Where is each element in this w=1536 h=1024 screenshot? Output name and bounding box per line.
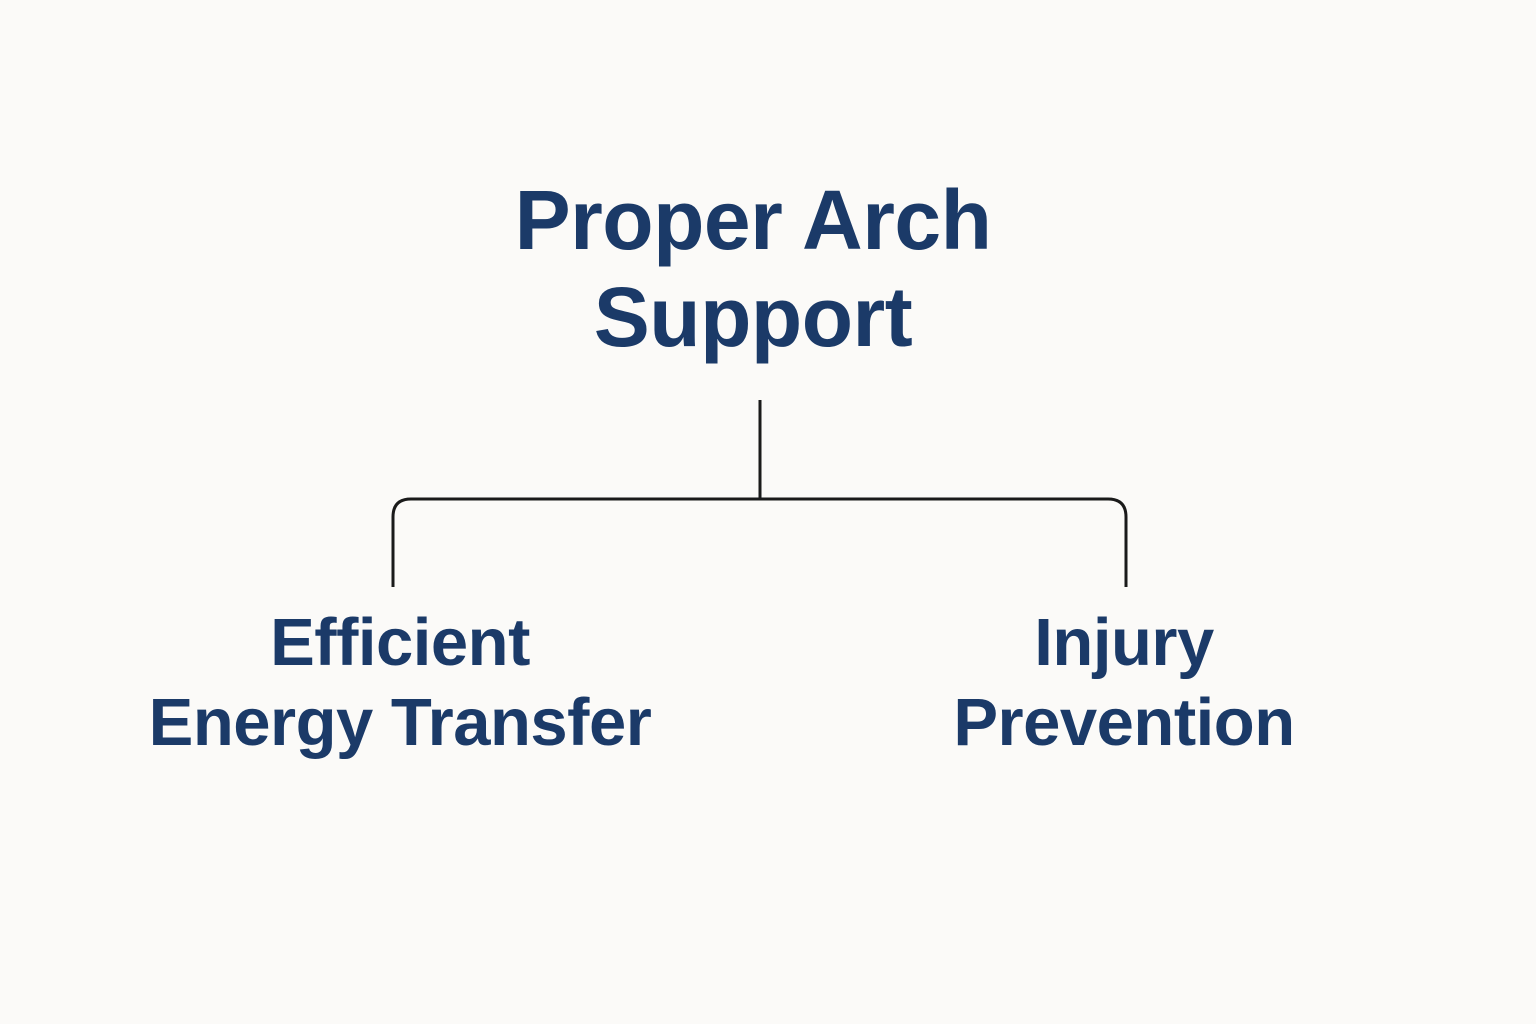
child-node-label-line2: Prevention <box>953 685 1295 760</box>
root-node-label-line1: Proper Arch <box>514 173 992 267</box>
child-node-efficient-energy-transfer: Efficient Energy Transfer <box>149 603 652 763</box>
child-node-label-line1: Efficient <box>270 605 530 680</box>
child-node-label-line2: Energy Transfer <box>148 685 652 760</box>
root-node: Proper Arch Support <box>515 172 992 366</box>
child-node-injury-prevention: Injury Prevention <box>953 603 1295 763</box>
branch-rail-line <box>391 497 1128 587</box>
root-node-label-line2: Support <box>593 270 913 364</box>
child-node-label-line1: Injury <box>1034 605 1214 680</box>
